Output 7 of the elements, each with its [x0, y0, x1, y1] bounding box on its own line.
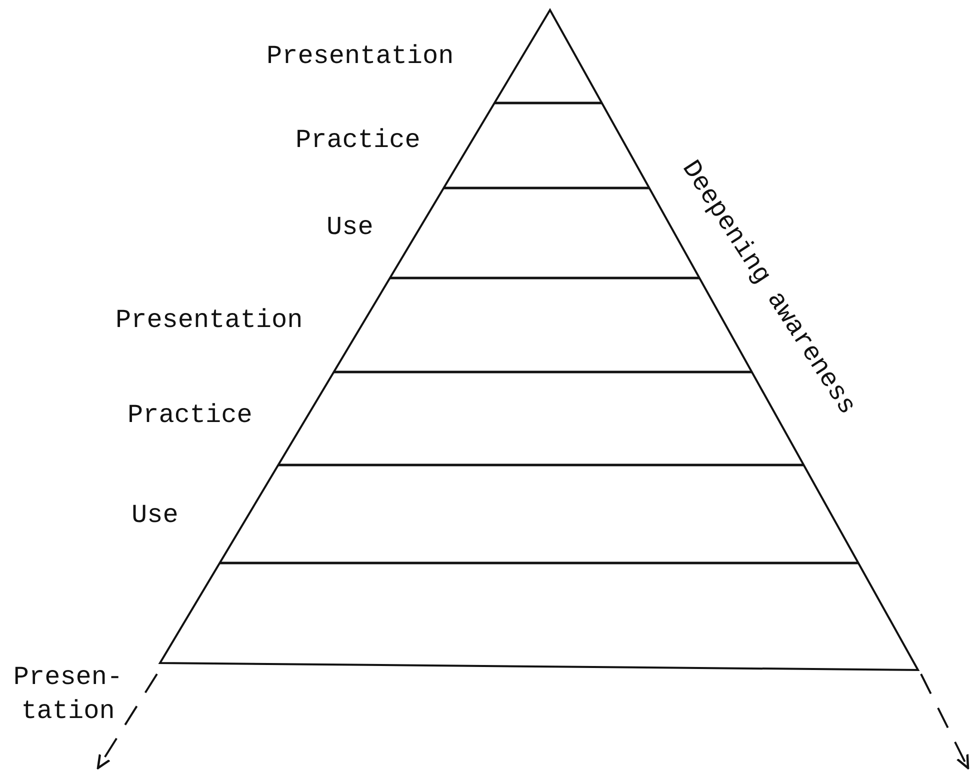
stage-label: Presentation	[116, 304, 303, 337]
stage-label: Use	[326, 211, 374, 244]
stage-label: Practice	[128, 399, 252, 432]
stage-label: Practice	[296, 124, 420, 157]
stage-label: Presentation	[266, 40, 454, 73]
stage-label: Presen- tation	[13, 661, 123, 728]
stage-label: Use	[132, 499, 178, 532]
